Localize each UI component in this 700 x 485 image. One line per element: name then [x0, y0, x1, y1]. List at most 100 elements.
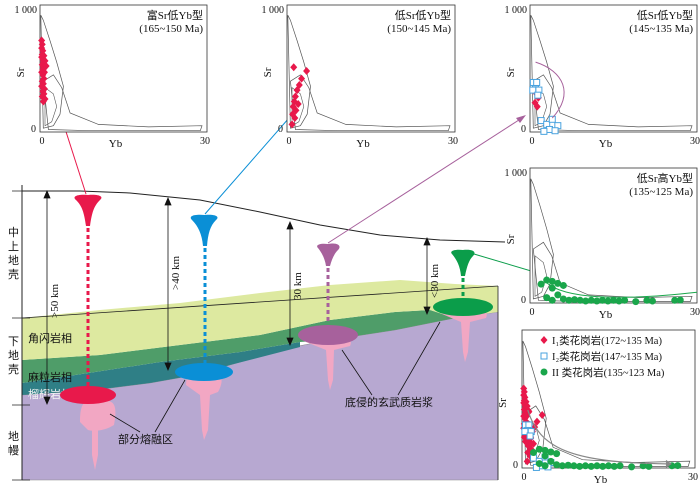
field-adakite-3: [530, 15, 554, 129]
plot-5-point-62: [553, 450, 561, 458]
plot-5-point-60: [541, 446, 549, 454]
plot-5-trend-arrowhead: [665, 459, 672, 468]
pointer-underplating-1: [341, 349, 373, 396]
plot-3-ytick-max: 1 000: [505, 5, 528, 16]
plot-1-s0-point-26: [40, 68, 48, 77]
plot-5-point-59: [535, 445, 543, 453]
eclogite-facies-layer: [22, 342, 300, 395]
annotation-partial-melting: 部分熔融区: [118, 432, 173, 446]
plot-5-point-70: [581, 462, 589, 470]
plot-5-point-61: [547, 448, 555, 456]
plot-4-s0-point-12: [587, 296, 595, 304]
plot-5-point-79: [645, 462, 653, 470]
plot-2-xlabel: Yb: [356, 138, 370, 150]
plot-4-xlabel: Yb: [599, 309, 613, 321]
magma-purple: [298, 243, 358, 390]
plot-4-s0-point-3: [554, 279, 562, 287]
plot-5-point-73: [599, 462, 607, 470]
plot-4-s0-point-15: [604, 297, 612, 305]
plot-5-point-72: [593, 462, 601, 470]
amphibolite-facies-layer: [22, 280, 498, 360]
magma-green: [433, 249, 493, 362]
plot-5-legend-marker-2: [540, 368, 548, 376]
crust-label-upper-3: 壳: [8, 267, 19, 281]
plot-5-point-67: [564, 461, 572, 469]
plot-1-ytick-0: 0: [31, 124, 36, 135]
thickness-label-40: >40 km: [170, 256, 182, 290]
plot-5-point-74: [605, 462, 612, 470]
moho-top-line: [21, 285, 499, 319]
plot-5-point-77: [628, 463, 636, 471]
magma-blue: [175, 214, 233, 440]
earth-surface-line: [22, 190, 506, 243]
plot-4-s0-point-11: [582, 297, 590, 305]
thickness-label-30: 30 km: [292, 272, 304, 300]
plot-5-ytick-0: 0: [513, 460, 518, 471]
magma-red: [60, 194, 116, 470]
plot-4-xtick-0: 0: [530, 307, 535, 318]
plot-1-s0-point-25: [42, 61, 50, 70]
plot-frame-2: [286, 4, 456, 133]
plot-2-ylabel: Sr: [262, 67, 274, 77]
plot-1-title-line-1: (165~150 Ma): [139, 23, 203, 35]
connector-purple-arrow: [516, 115, 526, 123]
plot-1-xlabel: Yb: [109, 138, 123, 150]
field-arc-2: [290, 74, 451, 132]
plot-4-s0-point-6: [554, 291, 562, 299]
plot-2-title-line-0: 低Sr低Yb型: [395, 8, 451, 22]
plot-4-xtick-max: 30: [690, 307, 700, 318]
crust-label-lower-1: 地: [8, 349, 19, 362]
plot-4-title-line-0: 低Sr高Yb型: [637, 171, 693, 185]
plot-2-s0-point-7: [294, 100, 302, 109]
crust-label-upper-1: 上: [8, 240, 19, 253]
plot-frame-5: [521, 329, 696, 469]
plot-5-xlabel: Yb: [594, 474, 608, 485]
plot-5-point-44: [525, 441, 533, 450]
plot-4-s0-point-4: [559, 281, 567, 289]
field-adakite-2: [287, 15, 311, 129]
plot-4-trend-curve: [546, 282, 698, 298]
field-arc-3: [532, 74, 693, 132]
plot-3-xtick-max: 30: [690, 136, 700, 147]
plot-5-point-58: [530, 449, 538, 457]
plot-2-s0-point-4: [293, 86, 301, 95]
connector-purple: [327, 117, 523, 244]
plot-5-point-63: [541, 452, 549, 460]
plot-2-s0-point-12: [288, 120, 296, 129]
field-adakite-1: [40, 15, 64, 129]
plot-4-s0-point-10: [576, 296, 584, 304]
plot-5-point-75: [610, 462, 618, 470]
plot-3-title-line-1: (145~135 Ma): [629, 23, 693, 35]
plot-2-s0-point-2: [298, 74, 306, 83]
mantle-label-0: 地: [8, 430, 19, 443]
pointer-partial-melting-2: [154, 379, 186, 433]
plot-5-legend-label-0: I₁类花岗岩(172~135 Ma): [552, 334, 662, 347]
plot-5-point-71: [587, 462, 595, 470]
plot-3-xlabel: Yb: [599, 138, 613, 150]
crust-label-lower-0: 下: [8, 336, 19, 348]
plot-2-s0-point-0: [290, 63, 298, 72]
plot-5-point-39: [523, 457, 531, 466]
field-inner-1: [44, 87, 58, 127]
plot-5-point-76: [616, 462, 624, 470]
facies-label-eclogite: 榴辉岩相: [28, 387, 72, 401]
thickness-label-lt30: <30 km: [429, 264, 441, 298]
plot-5-xtick-0: 0: [522, 472, 527, 483]
plot-2-s0-point-1: [303, 67, 311, 76]
plot-4-s0-point-24: [543, 294, 551, 302]
plot-1-s0-point-22: [39, 97, 47, 106]
field-adakite-4: [530, 178, 554, 300]
plot-4-s0-point-18: [621, 296, 629, 304]
plot-3-s1-point-11: [551, 127, 559, 135]
depth-bar: [12, 190, 30, 481]
plot-5-ylabel: Sr: [497, 398, 509, 408]
plot-2-title-line-1: (150~145 Ma): [387, 23, 451, 35]
thickness-arrows: [43, 189, 431, 406]
plot-4-s0-point-0: [537, 280, 545, 288]
plot-4-s0-point-1: [543, 276, 551, 284]
